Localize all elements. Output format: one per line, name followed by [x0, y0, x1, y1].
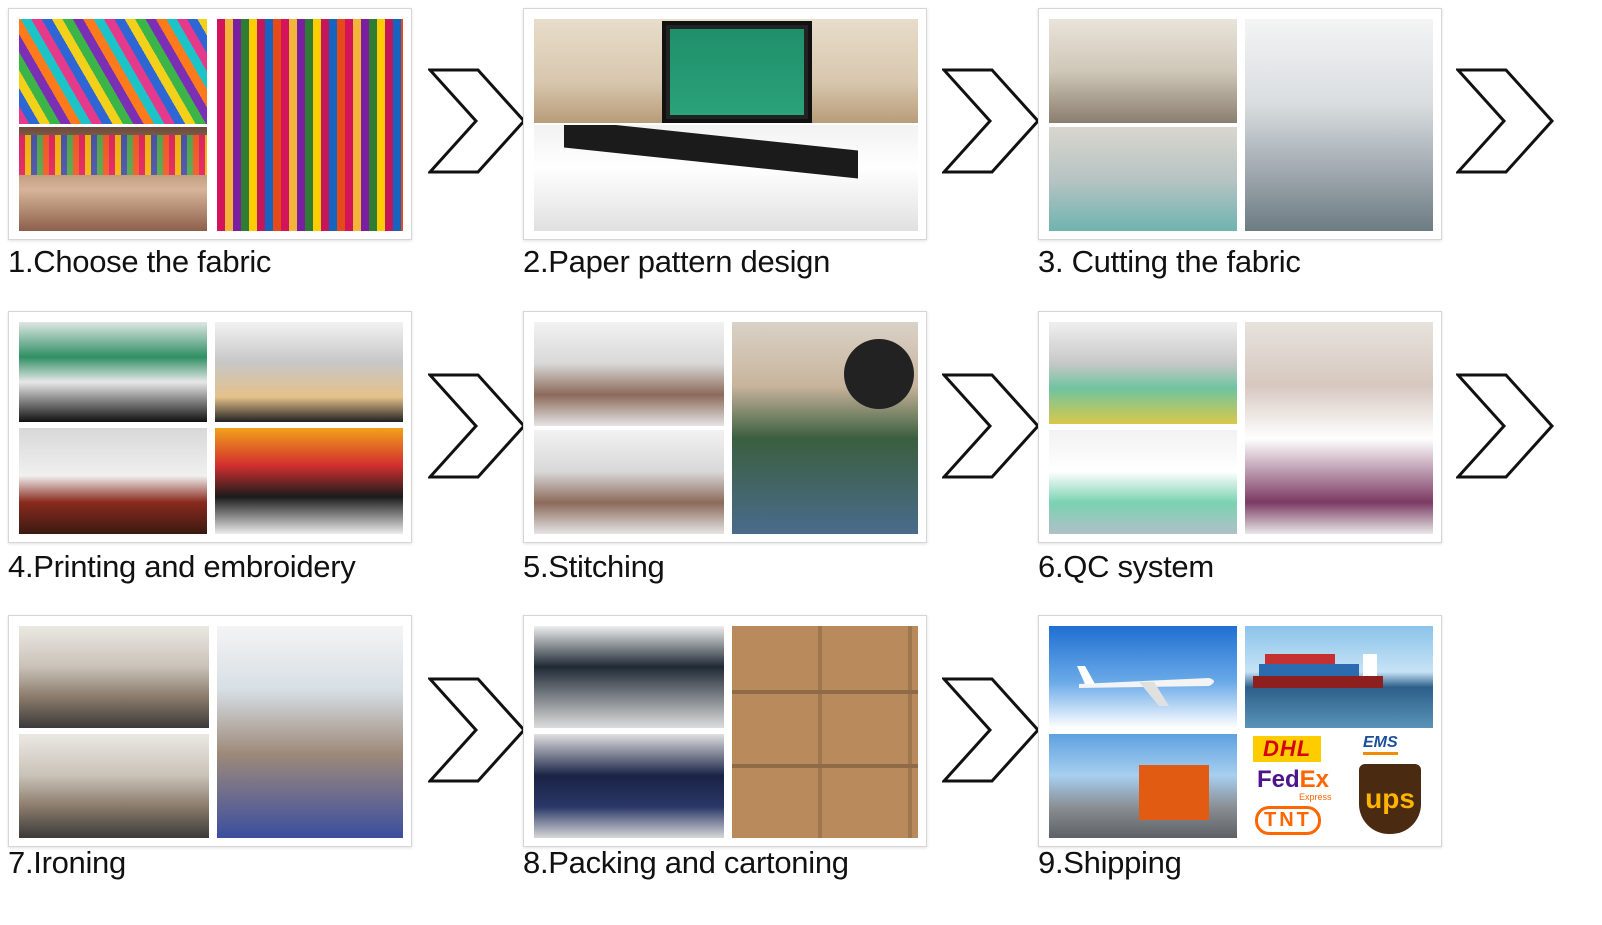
- step-caption: 9.Shipping: [1038, 845, 1182, 880]
- step-caption: 3. Cutting the fabric: [1038, 244, 1301, 279]
- chevron-right-icon: [1456, 68, 1555, 174]
- step-caption: 6.QC system: [1038, 549, 1214, 584]
- airplane-icon: [1077, 666, 1214, 706]
- printer-photo: [19, 428, 207, 534]
- truck-photo: [1049, 734, 1237, 838]
- printing-hall-photo: [215, 322, 403, 422]
- step-photo-frame: [523, 311, 927, 543]
- chevron-right-icon: [942, 373, 1041, 479]
- packed-garments-photo: [534, 734, 724, 838]
- step-photo-frame: [8, 311, 412, 543]
- chevron-right-icon: [428, 677, 527, 783]
- cutting-table-photo: [1049, 127, 1237, 231]
- plotter-photo: [534, 125, 918, 231]
- cartons-photo: [732, 626, 918, 838]
- sewing-line-photo: [534, 322, 724, 426]
- step-photo-frame: DHL EMS FedEx Express TNT ups: [1038, 615, 1442, 847]
- step-photo-frame: [1038, 8, 1442, 240]
- tnt-logo: TNT: [1255, 806, 1321, 835]
- chevron-right-icon: [428, 373, 527, 479]
- fedex-fed-text: Fed: [1257, 766, 1300, 793]
- fedex-subtitle: Express: [1299, 792, 1332, 802]
- chevron-right-icon: [1456, 373, 1555, 479]
- step-photo-frame: [8, 8, 412, 240]
- ems-logo: EMS: [1363, 734, 1398, 755]
- packing-bags-photo: [534, 626, 724, 728]
- fabric-shop-photo: [19, 127, 207, 231]
- fabric-photo: [19, 19, 207, 124]
- cutting-factory-photo: [1245, 19, 1433, 231]
- step-photo-frame: [8, 615, 412, 847]
- qc-inspection-photo: [1049, 430, 1237, 534]
- step-caption: 1.Choose the fabric: [8, 244, 272, 279]
- step-caption: 5.Stitching: [523, 549, 665, 584]
- step-caption: 2.Paper pattern design: [523, 244, 831, 279]
- carrier-logos: DHL EMS FedEx Express TNT ups: [1245, 734, 1433, 838]
- step-caption: 7.Ironing: [8, 845, 126, 880]
- ironing-hall-photo: [217, 626, 403, 838]
- fedex-ex-text: Ex: [1299, 766, 1330, 793]
- step-caption: 8.Packing and cartoning: [523, 845, 849, 880]
- cargo-ship-photo: [1245, 626, 1433, 728]
- chevron-right-icon: [428, 68, 527, 174]
- ironing-photo: [19, 734, 209, 838]
- ironing-photo: [19, 626, 209, 728]
- fedex-logo: FedEx: [1257, 766, 1329, 794]
- step-photo-frame: [523, 615, 927, 847]
- airplane-photo: [1049, 626, 1237, 728]
- chevron-right-icon: [942, 677, 1041, 783]
- qc-inspector-photo: [1245, 322, 1433, 534]
- sewing-line-photo: [534, 430, 724, 534]
- design-office-photo: [534, 19, 918, 123]
- cutting-machine-photo: [1049, 19, 1237, 123]
- heat-press-photo: [215, 428, 403, 534]
- step-photo-frame: [523, 8, 927, 240]
- cargo-ship-icon: [1253, 654, 1383, 688]
- ups-logo: ups: [1359, 764, 1421, 834]
- step-caption: 4.Printing and embroidery: [8, 549, 356, 584]
- fabric-photo: [217, 19, 403, 231]
- chevron-right-icon: [942, 68, 1041, 174]
- dhl-logo: DHL: [1253, 736, 1322, 762]
- embroidery-machine-photo: [19, 322, 207, 422]
- step-photo-frame: [1038, 311, 1442, 543]
- sewing-worker-photo: [732, 322, 918, 534]
- qc-room-photo: [1049, 322, 1237, 424]
